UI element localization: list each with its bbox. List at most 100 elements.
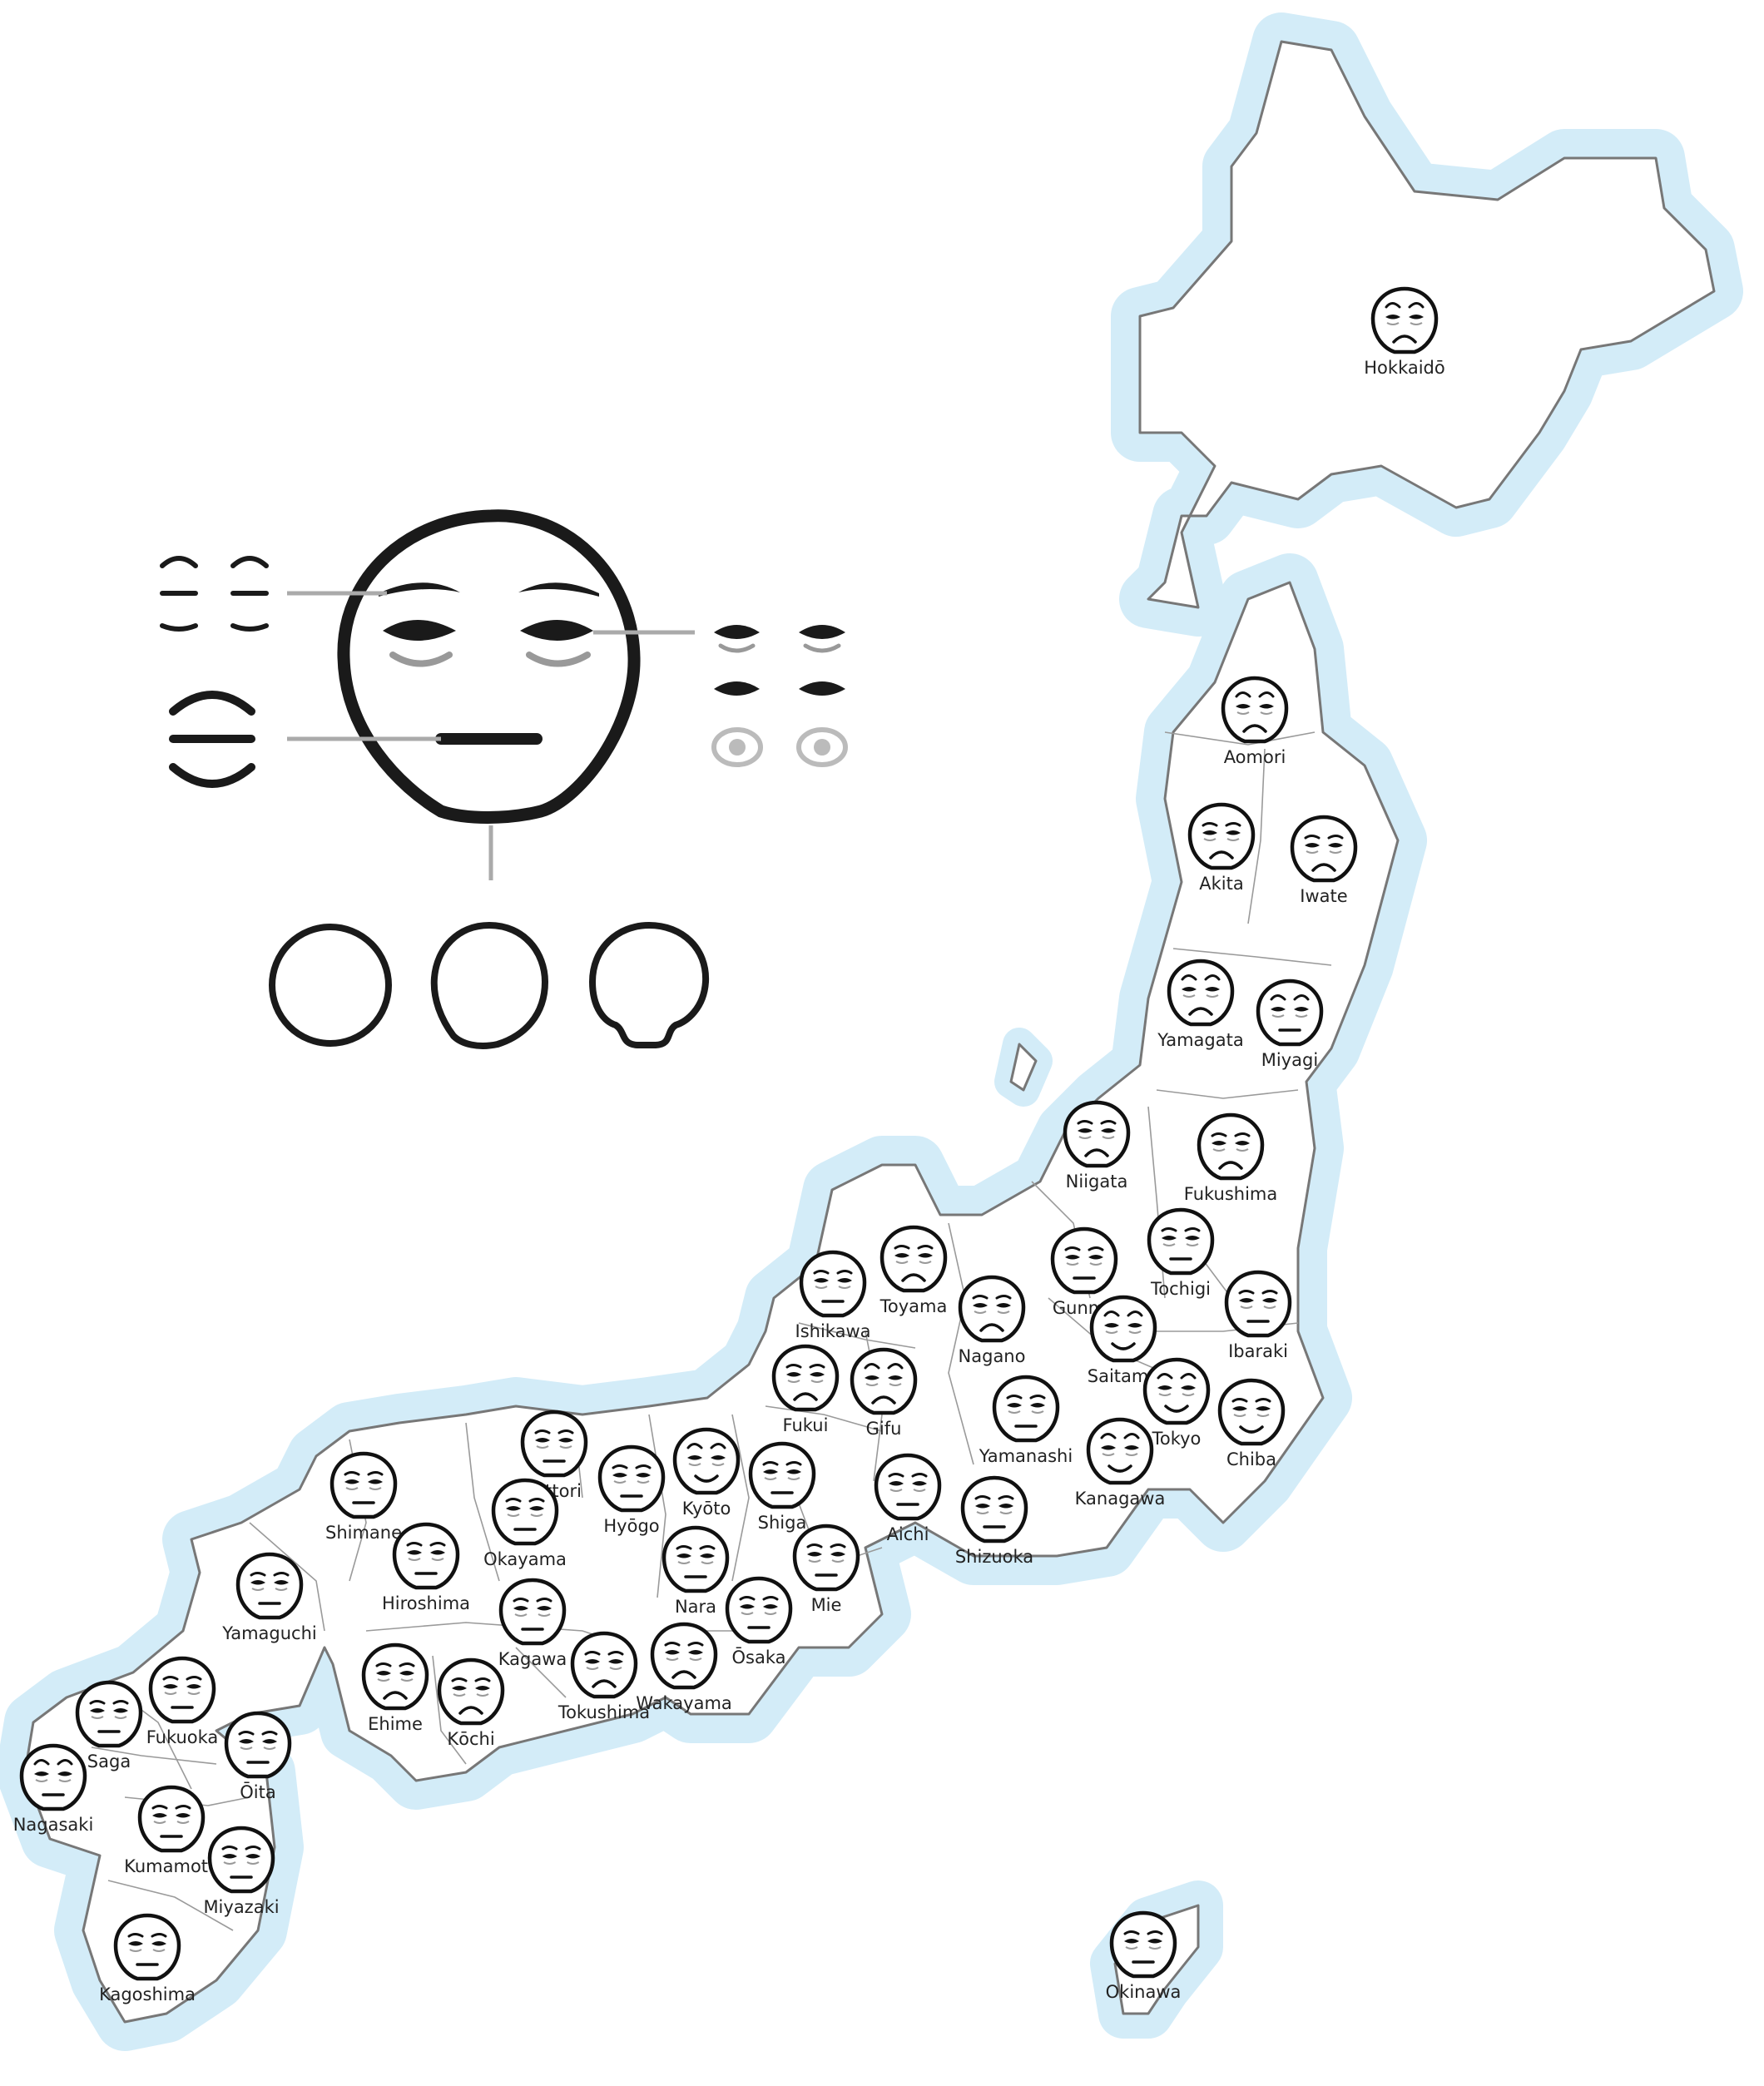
- prefecture-marker: Aomori: [1221, 676, 1289, 767]
- face-eye-right: [810, 1372, 825, 1377]
- face-eye-right: [1226, 830, 1241, 835]
- face-outline: [662, 1525, 730, 1593]
- face-eye-left: [889, 1481, 904, 1486]
- face-outline: [224, 1711, 292, 1779]
- face-brow-right: [429, 1542, 446, 1547]
- prefecture-label: Ishikawa: [795, 1321, 871, 1341]
- face-eye-left: [163, 1684, 178, 1689]
- face-eyebag-left: [408, 1558, 421, 1561]
- face-eyebag-right: [1295, 1014, 1308, 1018]
- prefecture-marker: Chiba: [1217, 1378, 1286, 1469]
- face-brow-left: [762, 1461, 779, 1466]
- face-outline: [650, 1622, 718, 1690]
- face-eyebag-right: [263, 1747, 276, 1750]
- face-eye-left: [1271, 1007, 1286, 1012]
- face-eye-left: [687, 1455, 702, 1460]
- face-outline: [799, 1250, 867, 1318]
- face-eyebag-right: [609, 1667, 622, 1670]
- face-brow-right: [186, 1676, 202, 1681]
- face-eyebag-right: [58, 1779, 72, 1782]
- prefecture-marker: Shimane: [325, 1451, 402, 1543]
- face-eye-left: [1212, 1141, 1226, 1146]
- face-eye-left: [34, 1771, 49, 1776]
- face-eye-left: [1078, 1128, 1093, 1133]
- face-eyebag-left: [865, 1383, 879, 1386]
- face-mouth: [871, 1395, 896, 1405]
- face-eyebag-right: [838, 1286, 851, 1289]
- face-eyebag-right: [919, 1261, 932, 1264]
- face-eye-left: [585, 1659, 600, 1664]
- face-mouth: [1164, 1405, 1189, 1413]
- face-eye-left: [506, 1506, 521, 1511]
- face-eyebag-right: [187, 1692, 201, 1695]
- face-brow-right: [809, 1364, 825, 1369]
- face-outline: [1256, 979, 1324, 1047]
- face-eyebag-left: [1066, 1262, 1079, 1266]
- prefecture-label: Kōchi: [447, 1729, 494, 1749]
- face-eyebag-left: [688, 1463, 701, 1466]
- prefecture-marker: Shiga: [748, 1441, 816, 1533]
- face-brow-right: [917, 1245, 934, 1250]
- prefecture-marker: Nagano: [959, 1275, 1026, 1366]
- face-brow-right: [1029, 1395, 1046, 1400]
- face-eye-left: [1305, 843, 1320, 848]
- prefecture-marker: Hokkaidō: [1364, 286, 1445, 378]
- face-eyebag-right: [637, 1480, 650, 1484]
- face-brow-right: [1408, 302, 1425, 309]
- face-brow-left: [406, 1542, 423, 1547]
- face-brow-left: [375, 1662, 392, 1667]
- face-brow-right: [528, 1498, 545, 1503]
- face-eye-left: [814, 1278, 829, 1283]
- prefecture-label: Toyama: [880, 1296, 948, 1316]
- face-eyebag-right: [1236, 1148, 1249, 1152]
- prefecture-label: Gifu: [866, 1419, 902, 1439]
- face-brow-right: [785, 1461, 802, 1466]
- prefecture-borders: [91, 731, 1332, 1931]
- face-eye-right: [688, 1650, 703, 1655]
- prefecture-label: Shiga: [758, 1513, 807, 1533]
- face-brow-left: [813, 1270, 830, 1275]
- face-brow-left: [513, 1598, 529, 1603]
- face-brow-left: [806, 1543, 823, 1548]
- prefecture-marker: Iwate: [1290, 815, 1358, 906]
- face-eyebag-left: [453, 1693, 466, 1697]
- face-brow-left: [1270, 994, 1286, 1001]
- face-eye-right: [1409, 315, 1424, 320]
- face-mouth: [458, 1706, 483, 1715]
- face-brow-right: [887, 1363, 904, 1370]
- prefecture-label: Okayama: [483, 1549, 567, 1569]
- face-eye-right: [636, 1473, 651, 1478]
- face-eyebag-left: [164, 1692, 177, 1695]
- island-honshu-kyushu-shikoku: [23, 581, 1400, 2024]
- face-brow-right: [1180, 1373, 1197, 1380]
- face-eye-right: [763, 1604, 778, 1609]
- face-eye-right: [262, 1739, 277, 1744]
- face-brow-left: [664, 1642, 681, 1647]
- face-eye-left: [152, 1813, 167, 1818]
- prefecture-label: Nara: [675, 1597, 716, 1617]
- face-brow-right: [699, 1545, 716, 1550]
- prefecture-marker: Hiroshima: [382, 1522, 470, 1613]
- face-eyebag-left: [1271, 1014, 1285, 1018]
- face-legend: [160, 509, 848, 1049]
- face-brow-right: [399, 1662, 415, 1667]
- face-eyebag-right: [476, 1693, 489, 1697]
- face-mouth: [671, 1670, 696, 1679]
- face-outline: [597, 1444, 666, 1513]
- prefecture-label: Nagano: [959, 1346, 1026, 1366]
- face-brow-left: [972, 1295, 989, 1300]
- prefecture-marker: Tochigi: [1147, 1207, 1215, 1299]
- face-eye-left: [1157, 1385, 1172, 1390]
- face-brow-left: [1235, 691, 1251, 698]
- prefecture-marker: Wakayama: [636, 1622, 732, 1713]
- face-eye-left: [1202, 830, 1217, 835]
- face-eyebag-left: [1125, 1946, 1138, 1950]
- face-brow-right: [57, 1759, 73, 1766]
- prefecture-label: Ehime: [368, 1714, 423, 1734]
- face-brow-right: [1147, 1930, 1163, 1935]
- prefecture-marker: Saga: [75, 1680, 143, 1771]
- face-eyebag-left: [764, 1477, 777, 1480]
- face-mouth: [1107, 1464, 1132, 1473]
- prefecture-marker: Kumamoto: [124, 1785, 219, 1876]
- prefecture-marker: Shizuoka: [955, 1475, 1033, 1567]
